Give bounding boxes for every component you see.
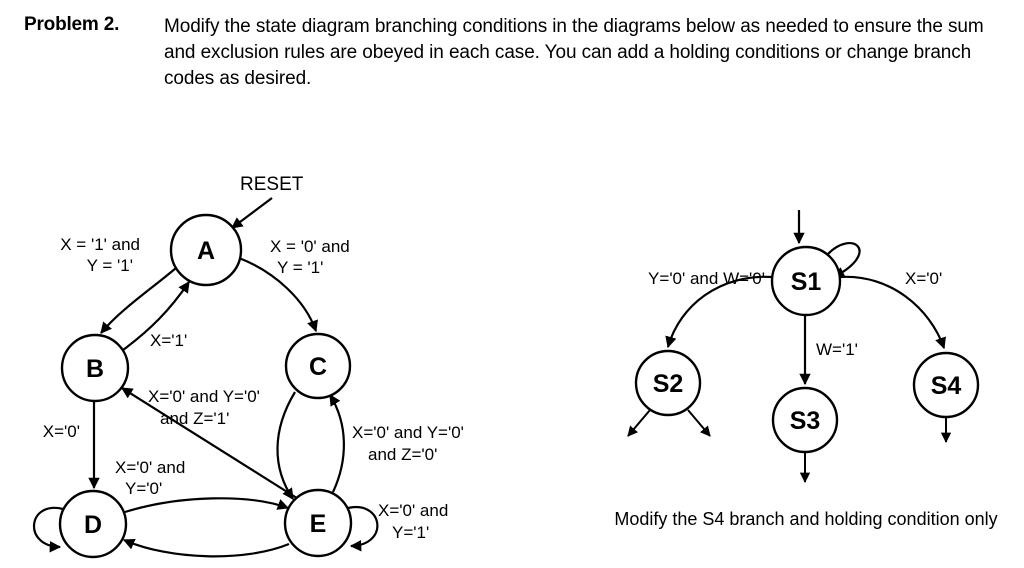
state-node-S1[interactable]: S1	[770, 245, 842, 317]
edge-label-S1-S3: W='1'	[816, 340, 858, 359]
edge-D-self-loop	[32, 506, 64, 553]
state-circle-S3	[771, 386, 839, 454]
state-label-A: A	[197, 237, 215, 265]
state-label-S3: S3	[790, 407, 821, 435]
problem-number: Problem 2.	[24, 14, 120, 35]
state-node-S3[interactable]: S3	[771, 386, 839, 454]
right-diagram-note: Modify the S4 branch and holding conditi…	[614, 509, 997, 529]
edge-label-B-A: X='1'	[150, 331, 187, 350]
edge-A-to-B	[100, 267, 177, 334]
state-label-E: E	[310, 510, 327, 538]
edge-label-A-B-line1: X = '1' and	[60, 235, 140, 254]
state-node-B[interactable]: B	[60, 333, 130, 403]
edge-D-to-E	[124, 497, 290, 514]
edge-label-B-D: X='0'	[43, 422, 80, 441]
edge-E-to-B	[121, 387, 301, 501]
state-label-D: D	[84, 511, 102, 539]
state-circle-D	[58, 489, 128, 559]
edge-label-E-B-line2: and Z='1'	[160, 409, 229, 428]
problem-statement: Modify the state diagram branching condi…	[164, 16, 984, 89]
state-diagram-right: Y='0' and W='0' W='1' X='0' S1 S2	[614, 210, 998, 529]
edge-A-to-C	[238, 256, 318, 333]
state-label-B: B	[86, 355, 104, 383]
edge-S2-out-right	[687, 409, 711, 437]
edge-S1-self-loop	[826, 242, 861, 278]
edge-S2-out-left	[627, 409, 651, 437]
state-circle-S4	[912, 351, 980, 419]
edge-E-to-C	[329, 394, 345, 493]
state-circle-S1	[770, 245, 842, 317]
state-node-D[interactable]: D	[58, 489, 128, 559]
edge-E-to-D	[122, 538, 290, 558]
edge-S1-to-S2	[665, 275, 773, 349]
state-label-C: C	[309, 353, 327, 381]
state-node-E[interactable]: E	[283, 488, 353, 558]
edge-label-A-C-line1: X = '0' and	[270, 237, 350, 256]
edge-label-C-E-line1: X='0' and Y='0'	[352, 423, 464, 442]
edge-S1-to-S4	[839, 275, 946, 350]
state-node-C[interactable]: C	[284, 332, 352, 400]
state-circle-S2	[634, 349, 702, 417]
edge-label-A-B-line2: Y = '1'	[87, 256, 133, 275]
state-diagram-left: RESET X = '1' and Y = '1' X = '0' and Y …	[32, 174, 464, 559]
state-circle-C	[284, 332, 352, 400]
edge-reset-to-A	[231, 197, 273, 229]
edge-label-C-E-line2: and Z='0'	[368, 445, 437, 464]
edge-E-self-loop	[347, 505, 379, 552]
state-node-S4[interactable]: S4	[912, 351, 980, 419]
edge-C-to-E	[276, 391, 296, 500]
edge-label-S1-S4: X='0'	[905, 269, 942, 288]
edge-label-E-self-line2: Y='1'	[392, 523, 429, 542]
edge-label-A-C-line2: Y = '1'	[277, 258, 323, 277]
state-node-A[interactable]: A	[169, 213, 243, 287]
state-circle-E	[283, 488, 353, 558]
state-node-S2[interactable]: S2	[634, 349, 702, 417]
edge-label-D-E-line2: Y='0'	[125, 479, 162, 498]
edge-label-E-self-line1: X='0' and	[378, 501, 448, 520]
state-circle-A	[169, 213, 243, 287]
state-label-S2: S2	[653, 370, 684, 398]
reset-label: RESET	[240, 174, 304, 195]
edge-label-D-E-line1: X='0' and	[115, 458, 185, 477]
edge-B-to-A	[122, 281, 190, 351]
state-label-S4: S4	[931, 372, 962, 400]
state-circle-B	[60, 333, 130, 403]
state-label-S1: S1	[791, 268, 822, 296]
edge-label-E-B-line1: X='0' and Y='0'	[148, 387, 260, 406]
edge-label-S1-S2: Y='0' and W='0'	[648, 269, 765, 288]
